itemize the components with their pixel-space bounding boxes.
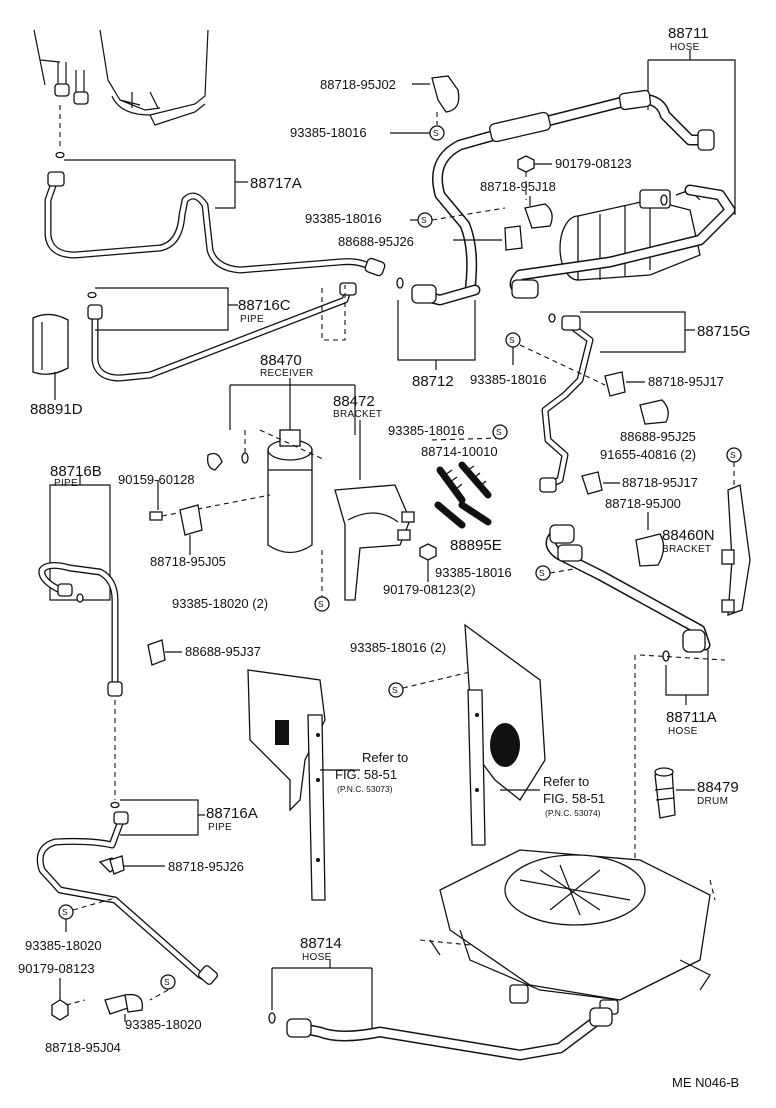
bolt-symbol: S: [539, 568, 545, 578]
hose-88711A-drawing: [545, 524, 711, 653]
label-88688-95J37: 88688-95J37: [185, 644, 261, 659]
label-88479-sub: DRUM: [697, 796, 728, 807]
bracket-88472-drawing: [334, 484, 415, 601]
label-88716B-sub: PIPE: [54, 478, 78, 489]
label-93385-18016-f: 93385-18016 (2): [350, 640, 446, 655]
label-88472: 88472: [333, 393, 375, 410]
label-91655-40816: 91655-40816 (2): [600, 447, 696, 462]
label-88460N: 88460N: [662, 527, 715, 544]
bracket-88460N-drawing: [721, 484, 751, 616]
label-88891D: 88891D: [30, 401, 83, 418]
bolt-symbol: S: [496, 427, 502, 437]
hose-88714-drawing: [286, 1007, 613, 1061]
refer-left-line3: (P.N.C. 53073): [337, 784, 393, 794]
label-88460N-sub: BRACKET: [662, 544, 711, 555]
panel-left-drawing: [247, 669, 326, 901]
label-88718-95J02: 88718-95J02: [320, 77, 396, 92]
label-88718-95J17-a: 88718-95J17: [648, 374, 724, 389]
bolt-symbol: S: [318, 599, 324, 609]
refer-right-line3: (P.N.C. 53074): [545, 808, 601, 818]
label-88716B: 88716B: [50, 463, 102, 480]
pipe-88717A-drawing: [44, 171, 386, 277]
hose-88711-lower-drawing: [509, 184, 736, 299]
label-88712: 88712: [412, 373, 454, 390]
label-88470: 88470: [260, 352, 302, 369]
label-90159-60128: 90159-60128: [118, 472, 195, 487]
label-93385-18020-c: 93385-18020: [125, 1017, 202, 1032]
hose-88711-drawing: [432, 89, 715, 296]
clamp-88718-95J26-drawing: [98, 855, 125, 875]
label-88479: 88479: [697, 779, 739, 796]
label-88714-10010: 88714-10010: [421, 444, 498, 459]
label-88715G: 88715G: [697, 323, 750, 340]
bolt-symbol: S: [164, 977, 170, 987]
drum-88479-drawing: [654, 767, 676, 819]
label-88718-95J18: 88718-95J18: [480, 179, 556, 194]
label-88716A-sub: PIPE: [208, 822, 232, 833]
label-88711-sub: HOSE: [670, 42, 700, 53]
bolt-symbol: S: [392, 685, 398, 695]
label-88688-95J26: 88688-95J26: [338, 234, 414, 249]
label-88718-95J04: 88718-95J04: [45, 1040, 121, 1055]
clamp-88718-95J04-drawing: [104, 993, 144, 1015]
label-88714-sub: HOSE: [302, 952, 332, 963]
label-88711: 88711: [668, 25, 709, 42]
hose-88712-drawing: [411, 284, 481, 306]
pipe-88716C-drawing: [87, 282, 357, 382]
label-88470-sub: RECEIVER: [260, 368, 314, 379]
refer-right-line1: Refer to: [543, 774, 589, 789]
label-88718-95J00: 88718-95J00: [605, 496, 681, 511]
pipe-88716B-drawing: [38, 561, 123, 697]
label-88718-95J05: 88718-95J05: [150, 554, 226, 569]
bolt-symbol: S: [509, 335, 515, 345]
label-88718-95J26: 88718-95J26: [168, 859, 244, 874]
bolt-symbol: S: [421, 215, 427, 225]
bolt-symbol: S: [730, 450, 736, 460]
label-88718-95J17-b: 88718-95J17: [622, 475, 698, 490]
label-93385-18016-e: 93385-18016: [435, 565, 512, 580]
evaporator-unit-drawing: [33, 29, 209, 126]
label-88717A: 88717A: [250, 175, 302, 192]
label-88688-95J25: 88688-95J25: [620, 429, 696, 444]
o-rings-88895E-drawing: [434, 461, 492, 529]
label-88895E: 88895E: [450, 537, 502, 554]
label-93385-18016-b: 93385-18016: [305, 211, 382, 226]
pipe-88715G-drawing: [539, 315, 594, 493]
label-90179-08123-a: 90179-08123: [555, 156, 632, 171]
cooling-unit-drawing: [429, 849, 711, 1015]
insulator-88891D-drawing: [32, 313, 69, 375]
refer-right-line2: FIG. 58-51: [543, 791, 605, 806]
diagram-code: ME N046-B: [672, 1075, 739, 1090]
label-88716C-sub: PIPE: [240, 314, 264, 325]
refer-left-line1: Refer to: [362, 750, 408, 765]
label-93385-18016-a: 93385-18016: [290, 125, 367, 140]
label-88711A-sub: HOSE: [668, 726, 698, 737]
bolt-symbol: S: [62, 907, 68, 917]
label-93385-18016-c: 93385-18016: [470, 372, 547, 387]
label-88716C: 88716C: [238, 297, 291, 314]
label-90179-08123-c: 90179-08123: [18, 961, 95, 976]
refer-left-line2: FIG. 58-51: [335, 767, 397, 782]
label-88714: 88714: [300, 935, 342, 952]
label-93385-18020-b: 93385-18020: [25, 938, 102, 953]
bolt-symbol: S: [433, 128, 439, 138]
pipe-88716A-drawing: [36, 811, 219, 985]
label-88711A: 88711A: [666, 709, 717, 726]
label-90179-08123-b: 90179-08123(2): [383, 582, 476, 597]
panel-right-drawing: [464, 623, 546, 846]
label-88472-sub: BRACKET: [333, 409, 382, 420]
label-88716A: 88716A: [206, 805, 258, 822]
label-93385-18020-a: 93385-18020 (2): [172, 596, 268, 611]
receiver-88470-drawing: [267, 429, 313, 554]
label-93385-18016-d: 93385-18016: [388, 423, 465, 438]
